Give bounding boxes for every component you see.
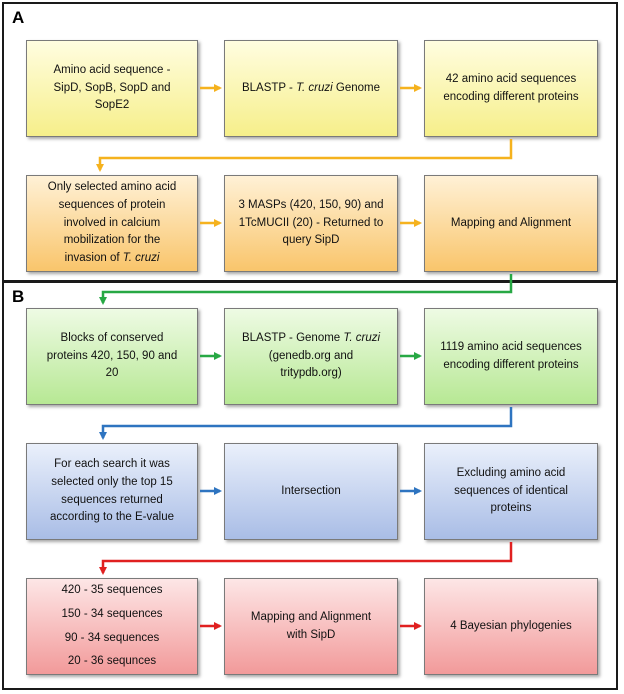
box-text: For each search it was selected only the… [49,457,175,524]
box-text: Mapping and Alignment with SipD [250,610,372,641]
box-blastp-tcruzi-genome: BLASTP - T. cruzi Genome [224,40,398,137]
box-sequence-counts: 420 - 35 sequences 150 - 34 sequences 90… [26,578,198,675]
box-text: Intersection [281,484,341,497]
box-mapping-alignment: Mapping and Alignment [424,175,598,272]
box-conserved-blocks: Blocks of conserved proteins 420, 150, 9… [26,308,198,405]
sequence-count-90: 90 - 34 sequences [64,631,160,644]
box-42-sequences: 42 amino acid sequences encoding differe… [424,40,598,137]
box-1119-sequences: 1119 amino acid sequences encoding diffe… [424,308,598,405]
box-text: BLASTP - T. cruzi Genome [241,81,381,94]
box-text: BLASTP - Genome T. cruzi (genedb.org and… [241,331,381,380]
box-text: 42 amino acid sequences encoding differe… [443,72,579,103]
arrow-b3-to-b4 [99,407,513,440]
box-text: Blocks of conserved proteins 420, 150, 9… [46,331,178,380]
box-intersection: Intersection [224,443,398,540]
box-text: Only selected amino acid sequences of pr… [47,180,177,265]
sequence-count-420: 420 - 35 sequences [61,583,163,596]
box-mapping-alignment-sipd: Mapping and Alignment with SipD [224,578,398,675]
panel-b-label: B [12,287,25,306]
sequence-count-150: 150 - 34 sequences [61,607,163,620]
box-text: Amino acid sequence - SipD, SopB, SopD a… [53,63,171,112]
box-exclude-identical: Excluding amino acid sequences of identi… [424,443,598,540]
panel-divider [2,280,618,283]
box-amino-acid-query: Amino acid sequence - SipD, SopB, SopD a… [26,40,198,137]
box-text: 4 Bayesian phylogenies [450,619,572,632]
box-blastp-genedb-tritypdb: BLASTP - Genome T. cruzi (genedb.org and… [224,308,398,405]
box-3-masps-tcmucii: 3 MASPs (420, 150, 90) and 1TcMUCII (20)… [224,175,398,272]
box-top-15-evalue: For each search it was selected only the… [26,443,198,540]
box-text: Mapping and Alignment [450,216,572,229]
box-selected-calcium-mobilization: Only selected amino acid sequences of pr… [26,175,198,272]
box-bayesian-phylogenies: 4 Bayesian phylogenies [424,578,598,675]
arrow-b6-to-b7 [99,542,513,575]
panel-a-label: A [12,8,25,27]
sequence-count-20: 20 - 36 sequnces [67,655,157,668]
box-text: Excluding amino acid sequences of identi… [454,466,568,515]
box-text: 3 MASPs (420, 150, 90) and 1TcMUCII (20)… [238,198,384,247]
figure-frame [2,2,618,690]
arrow-a6-to-b1 [99,274,513,305]
box-text: 1119 amino acid sequences encoding diffe… [440,340,582,371]
arrow-a3-to-a4 [96,139,513,172]
